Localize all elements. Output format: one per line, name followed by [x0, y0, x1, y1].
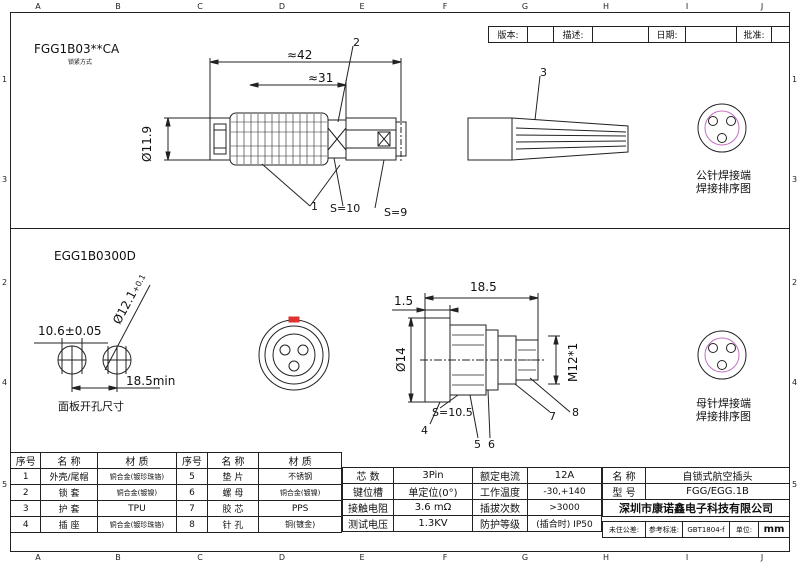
female-caption-1: 母针焊接端 [696, 397, 751, 410]
rev-version-label: 版本: [488, 26, 528, 43]
company-name: 深圳市康诺鑫电子科技有限公司 [602, 499, 790, 517]
callout-1: 1 [311, 200, 318, 213]
ref-value: GBT1804-f [682, 521, 730, 538]
receptacle-side-view [392, 293, 571, 439]
unit-value: mm [758, 521, 790, 538]
panel-dim-10-6: 10.6±0.05 [38, 324, 102, 338]
panel-caption: 面板开孔尺寸 [58, 400, 124, 413]
rev-approval-label: 批准: [736, 26, 772, 43]
title-block-footer: 未住公差: 参考标准: GBT1804-f 单位: mm [602, 521, 790, 538]
dim-31: ≈31 [308, 71, 334, 85]
female-caption-2: 焊接排序图 [696, 410, 751, 423]
model-value: FGG/EGG.1B [645, 483, 790, 500]
name-label: 名 称 [602, 467, 646, 484]
callout-8: 8 [572, 406, 579, 419]
drawing-frame [10, 12, 790, 552]
top-model-sublabel: 锁紧方式 [68, 59, 93, 66]
top-model-label: FGG1B03**CA [34, 42, 120, 56]
s10-label: S=10 [330, 202, 361, 215]
callout-3: 3 [540, 66, 547, 79]
title-block: 名 称 自锁式航空插头 型 号 FGG/EGG.1B 深圳市康诺鑫电子科技有限公… [602, 467, 790, 517]
dim-diameter-11-9: Ø11.9 [140, 125, 154, 162]
model-label: 型 号 [602, 483, 646, 500]
callout-5: 5 [474, 438, 481, 451]
callout-6: 6 [488, 438, 495, 451]
revision-block: 版本: 描述: 日期: 批准: [488, 26, 790, 43]
dim-42: ≈42 [287, 48, 313, 62]
callout-2: 2 [353, 36, 360, 49]
spec-row: 键位槽单定位(0°) 工作温度-30,+140 [342, 483, 602, 500]
name-value: 自锁式航空插头 [645, 467, 790, 484]
unit-label: 单位: [729, 521, 759, 538]
female-pin-diagram [697, 330, 747, 380]
callout-7: 7 [549, 410, 556, 423]
boot-side-view [467, 117, 629, 161]
male-caption-2: 焊接排序图 [696, 182, 751, 195]
bom-header-row: 序号 名 称 材 质 序号 名 称 材 质 [9, 452, 342, 469]
receptacle-front-view [258, 316, 330, 391]
rev-date-label: 日期: [648, 26, 686, 43]
dim-diameter-14: Ø14 [394, 347, 408, 372]
thread-m12: M12*1 [566, 342, 580, 382]
dim-18-5min: 18.5min [126, 374, 176, 388]
plug-side-view [164, 45, 541, 209]
bottom-model-label: EGG1B0300D [54, 249, 136, 263]
s10-5-label: S=10.5 [432, 406, 473, 419]
panel-cutout-drawings [34, 284, 160, 392]
zone-divider [10, 228, 790, 229]
dim-18-5: 18.5 [470, 280, 497, 294]
ref-label: 参考标准: [645, 521, 683, 538]
s9-label: S=9 [384, 206, 408, 219]
male-caption-1: 公针焊接端 [696, 169, 751, 182]
approval-label: 未住公差: [602, 521, 646, 538]
callout-4: 4 [421, 424, 428, 437]
dim-1-5: 1.5 [394, 294, 414, 308]
rev-description-label: 描述: [553, 26, 593, 43]
male-pin-diagram [697, 103, 747, 153]
